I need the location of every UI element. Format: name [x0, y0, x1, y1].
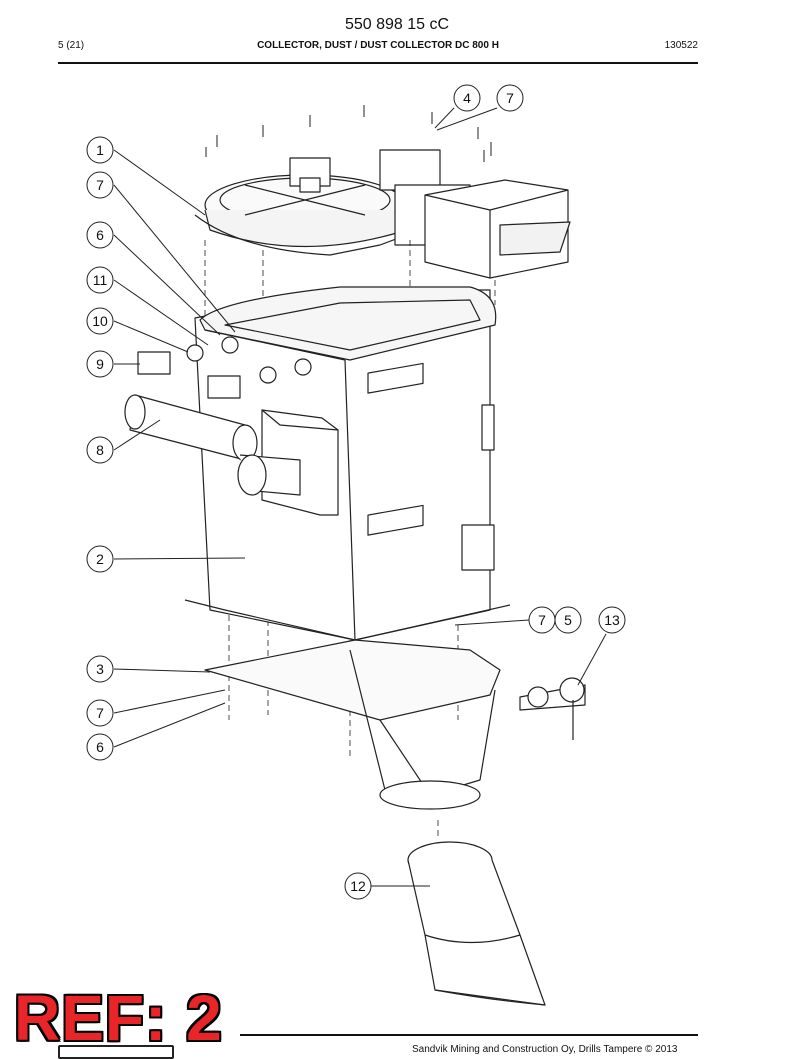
callout-6: 6 [86, 221, 114, 249]
callout-13: 13 [598, 606, 626, 634]
callout-7-top: 7 [496, 84, 524, 112]
svg-text:12: 12 [350, 878, 366, 894]
svg-text:9: 9 [96, 356, 104, 372]
leader-lines [113, 107, 607, 887]
header-row: 5 (21) COLLECTOR, DUST / DUST COLLECTOR … [58, 40, 698, 56]
footer-divider [240, 1034, 698, 1036]
svg-text:13: 13 [604, 612, 620, 628]
svg-text:1: 1 [96, 142, 104, 158]
callout-9: 9 [86, 350, 114, 378]
callout-7-right: 7 [528, 606, 556, 634]
callout-6-lower: 6 [86, 733, 114, 761]
top-bolts [205, 105, 492, 162]
drain-valve [519, 677, 586, 740]
footer-copyright: Sandvik Mining and Construction Oy, Dril… [412, 1044, 678, 1055]
svg-text:7: 7 [96, 705, 104, 721]
callout-5: 5 [554, 606, 582, 634]
svg-text:7: 7 [538, 612, 546, 628]
header-divider [58, 62, 698, 64]
callout-4: 4 [453, 84, 481, 112]
svg-text:4: 4 [463, 90, 471, 106]
callout-10: 10 [86, 307, 114, 335]
svg-text:6: 6 [96, 227, 104, 243]
svg-text:8: 8 [96, 442, 104, 458]
callout-3: 3 [86, 655, 114, 683]
reference-stamp: REF: 2 [14, 982, 223, 1054]
svg-text:11: 11 [93, 272, 108, 288]
svg-text:2: 2 [96, 551, 104, 567]
svg-text:7: 7 [96, 177, 104, 193]
svg-text:5: 5 [564, 612, 572, 628]
svg-text:6: 6 [96, 739, 104, 755]
callout-8: 8 [86, 436, 114, 464]
callout-12: 12 [344, 872, 372, 900]
valve-parts [137, 336, 312, 399]
callout-7-lower: 7 [86, 699, 114, 727]
svg-text:3: 3 [96, 661, 104, 677]
page-reference: 5 (21) [58, 40, 85, 51]
exploded-parts-drawing: 1 7 6 11 10 9 8 2 3 7 6 12 4 7 7 5 13 [86, 84, 626, 1006]
svg-text:7: 7 [506, 90, 514, 106]
callout-7: 7 [86, 171, 114, 199]
inlet-pipe [124, 394, 301, 496]
callout-1: 1 [86, 136, 114, 164]
section-title: COLLECTOR, DUST / DUST COLLECTOR DC 800 … [257, 40, 499, 51]
svg-text:10: 10 [92, 313, 108, 329]
outlet-duct [424, 179, 571, 279]
callout-11: 11 [86, 266, 114, 294]
callout-group: 1 7 6 11 10 9 8 2 3 7 6 12 4 7 7 5 13 [86, 84, 626, 900]
date-code: 130522 [664, 40, 698, 51]
callout-2: 2 [86, 545, 114, 573]
document-number: 550 898 15 cC [344, 16, 450, 33]
outlet-elbow [407, 841, 546, 1006]
hopper [204, 639, 501, 810]
